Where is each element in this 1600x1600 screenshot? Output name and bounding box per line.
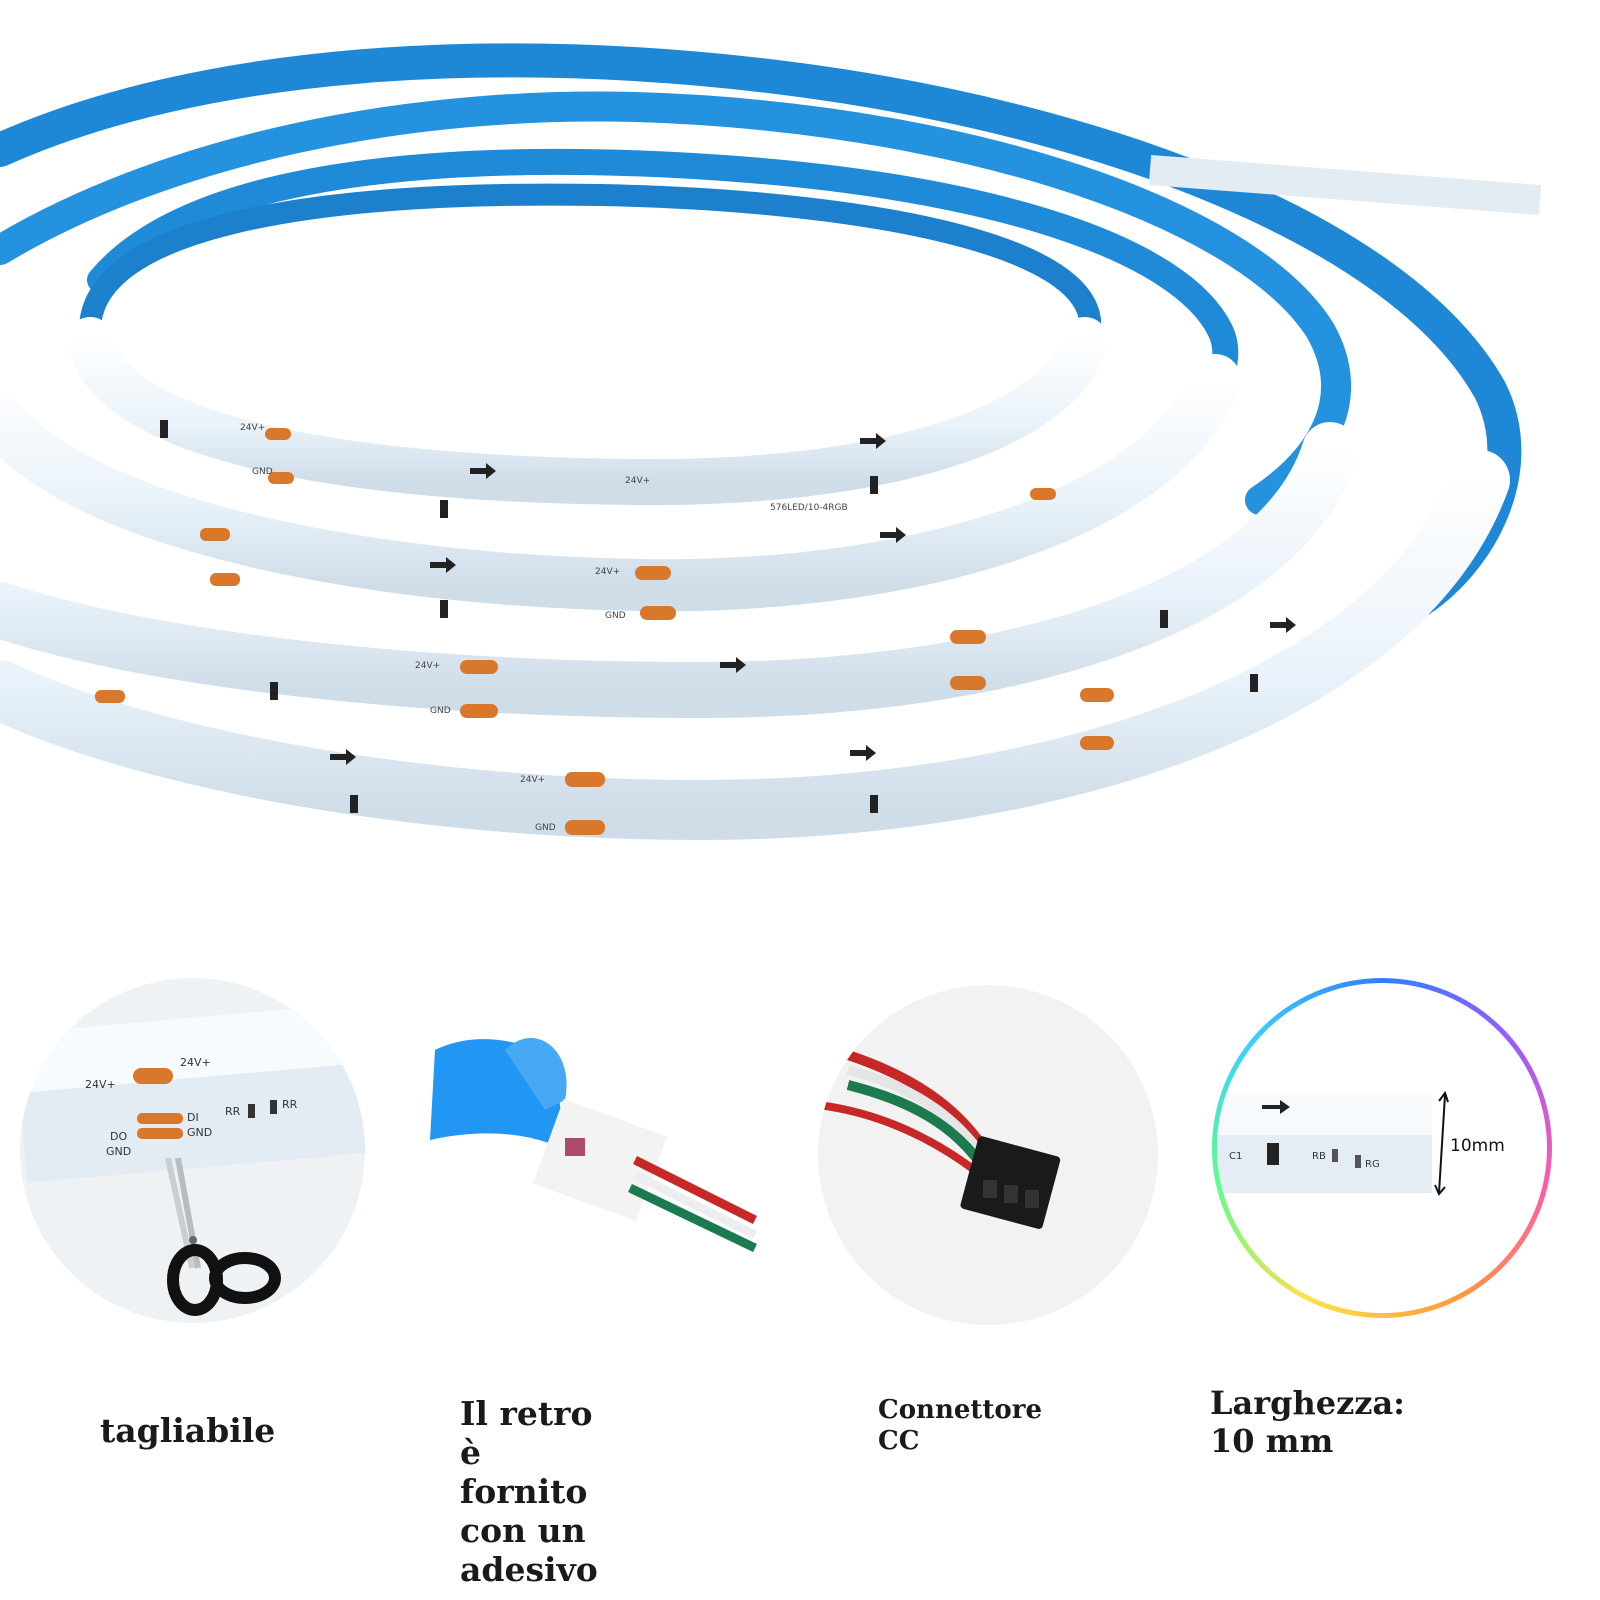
cuttable-label-voltage: 24V+ (85, 1078, 116, 1091)
cuttable-label-data-out: DO (110, 1130, 127, 1143)
blue-liner-loop-3 (87, 148, 1239, 453)
cuttable-photo: 24V+ 24V+ DO DI GND GND RR RR (20, 978, 365, 1323)
caption-adhesive-line1: Il retro è fornito (460, 1394, 593, 1511)
cuttable-label-resistor: RR (282, 1098, 298, 1111)
solder-pads (95, 428, 1114, 835)
led-strip-loop-inner (67, 317, 1108, 506)
strip-label-voltage: 24V+ (520, 775, 545, 785)
caption-adhesive-line2: con un adesivo (460, 1510, 598, 1589)
led-strip-coil-photo: 24V+ 24V+ GND 24V+ GND 24V+ GND 24V+ GND… (0, 43, 1542, 841)
scissors-icon (165, 1157, 281, 1316)
width-label-rb: RB (1312, 1151, 1326, 1162)
cuttable-label-voltage: 24V+ (180, 1056, 211, 1069)
caption-width: Larghezza: 10 mm (1210, 1384, 1405, 1460)
blue-liner-loop-2 (0, 91, 1352, 515)
led-strip-loop-3 (0, 422, 1358, 719)
ruler-icon (1434, 1090, 1449, 1196)
blue-liner-loop-outer (0, 43, 1522, 617)
adhesive-tape-icon (430, 1038, 758, 1253)
connector-icon (960, 1136, 1061, 1229)
connector-photo (818, 985, 1158, 1325)
strip-label-ground: GND (252, 467, 273, 477)
led-ic-chips (160, 420, 1258, 813)
caption-cuttable: tagliabile (100, 1411, 276, 1450)
led-strip-loop-outer (0, 450, 1510, 841)
strip-label-ground: GND (605, 611, 626, 621)
strip-label-voltage: 24V+ (415, 661, 440, 671)
cuttable-label-ground: GND (106, 1145, 131, 1158)
cuttable-label-data-in: DI (187, 1111, 199, 1124)
strip-label-model: 576LED/10-4RGB (770, 503, 848, 513)
strip-label-voltage: 24V+ (240, 423, 265, 433)
led-strip-tail (1148, 155, 1542, 215)
width-label-rg: RG (1365, 1159, 1380, 1170)
caption-connector: Connettore CC (878, 1395, 1042, 1456)
width-measure-label: 10mm (1450, 1136, 1505, 1156)
led-strip-loop-2 (0, 354, 1241, 612)
strip-label-voltage: 24V+ (625, 476, 650, 486)
blue-liner-loop-inner (79, 183, 1102, 451)
width-photo: C1 RB RG 10mm (1212, 978, 1552, 1318)
width-label-cap: C1 (1229, 1151, 1242, 1162)
strip-label-ground: GND (535, 823, 556, 833)
strip-label-ground: GND (430, 706, 451, 716)
cuttable-label-ground: GND (187, 1126, 212, 1139)
direction-arrows (330, 433, 1296, 765)
strip-label-voltage: 24V+ (595, 567, 620, 577)
cuttable-label-resistor: RR (225, 1105, 241, 1118)
